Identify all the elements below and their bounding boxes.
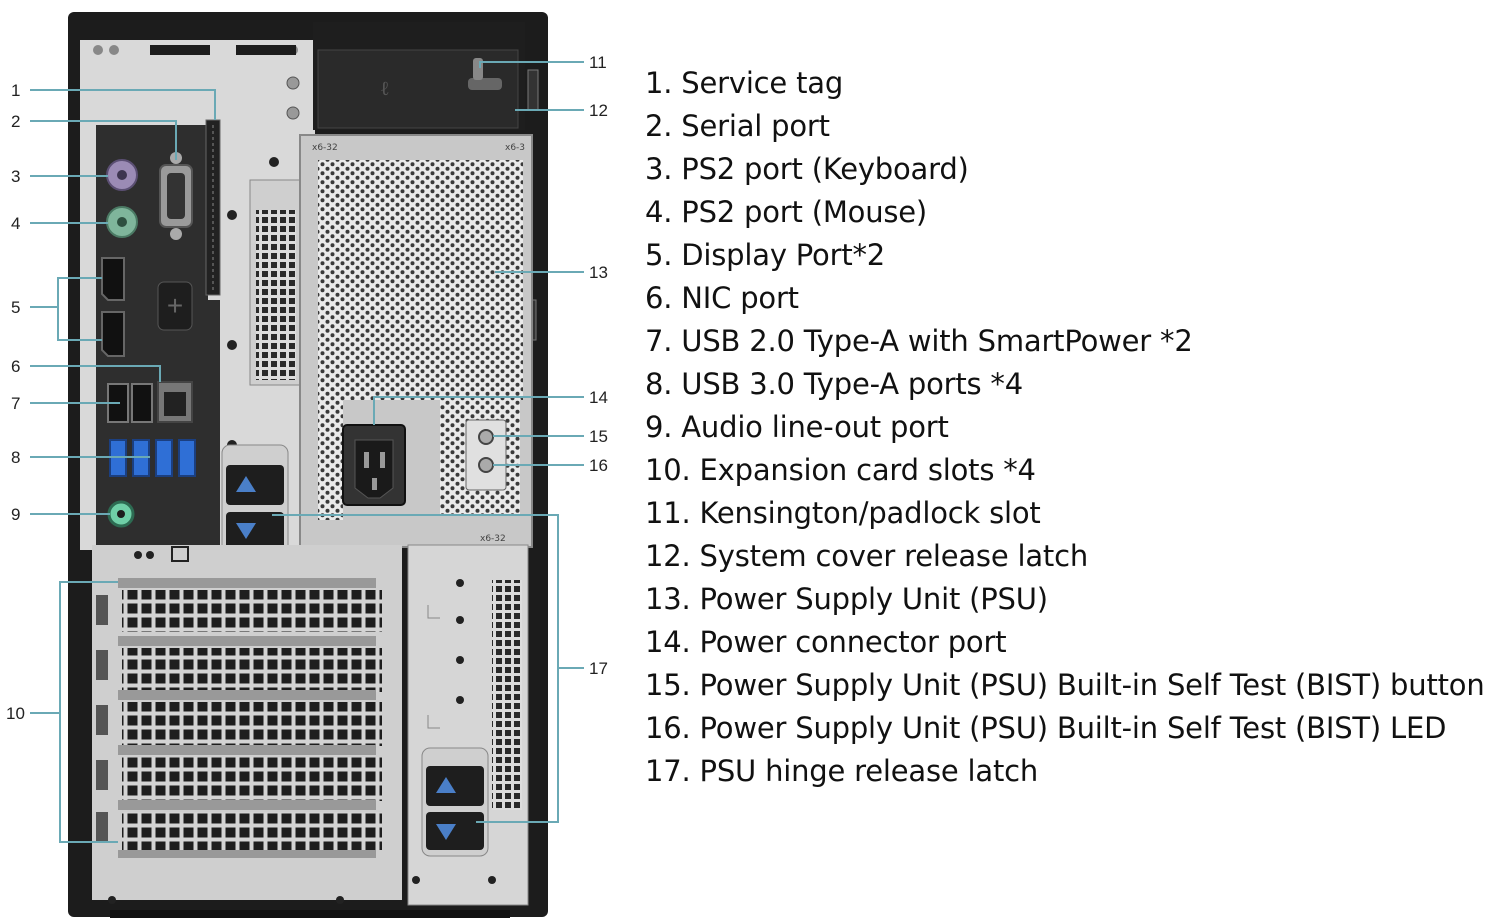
screw <box>109 45 119 55</box>
serial-screw <box>170 228 182 240</box>
knockout-plus: + <box>167 290 183 321</box>
chassis-label: x6-32 <box>480 534 506 544</box>
side-latch <box>527 69 539 111</box>
chassis-bottom-foot <box>110 910 510 918</box>
component-legend: 1. Service tag 2. Serial port 3. PS2 por… <box>645 62 1485 793</box>
callout-number: 15 <box>589 427 608 446</box>
callout-number: 14 <box>589 388 608 407</box>
callout-number: 17 <box>589 659 608 678</box>
psu-label: x6-32 <box>312 143 338 153</box>
psu-label: x6-3 <box>505 143 525 153</box>
display-port-1 <box>101 257 125 301</box>
hinge-vent <box>492 580 522 810</box>
legend-item-ps2-keyboard: 3. PS2 port (Keyboard) <box>645 152 969 186</box>
expansion-slot <box>118 745 382 801</box>
top-notch <box>236 45 296 55</box>
callout-number: 12 <box>589 101 608 120</box>
callout-number: 8 <box>11 448 20 467</box>
legend-item-psu-hinge-latch: 17. PSU hinge release latch <box>645 754 1039 788</box>
bist-led <box>478 457 494 473</box>
legend-item-serial-port: 2. Serial port <box>645 109 830 143</box>
bist-panel <box>465 419 507 491</box>
legend-item-kensington: 11. Kensington/padlock slot <box>645 496 1041 530</box>
legend-item-nic-port: 6. NIC port <box>645 281 799 315</box>
screw <box>93 45 103 55</box>
legend-item-usb2: 7. USB 2.0 Type-A with SmartPower *2 <box>645 324 1193 358</box>
legend-item-service-tag: 1. Service tag <box>645 66 844 100</box>
callout-number: 4 <box>11 214 20 233</box>
callout-number: 9 <box>11 505 20 524</box>
service-tag <box>205 119 221 296</box>
expansion-slot <box>118 578 382 632</box>
callout-number: 16 <box>589 456 608 475</box>
legend-item-usb3: 8. USB 3.0 Type-A ports *4 <box>645 367 1023 401</box>
psu-lower-grille <box>318 400 343 520</box>
usb3-port <box>155 439 173 477</box>
legend-item-cover-latch: 12. System cover release latch <box>645 539 1089 573</box>
legend-item-display-port: 5. Display Port*2 <box>645 238 886 272</box>
legend-item-audio: 9. Audio line-out port <box>645 410 949 444</box>
screw <box>286 106 300 120</box>
callout-number: 2 <box>11 112 20 131</box>
rear-panel-diagram: + ℓ x6-32 x6-3 <box>6 12 608 918</box>
callout-number: 5 <box>11 298 20 317</box>
psu-hex-grille <box>318 160 523 400</box>
knockout-plate <box>157 281 193 331</box>
callout-number: 3 <box>11 167 20 186</box>
kensington-slot <box>468 78 502 90</box>
usb2-port <box>131 383 153 423</box>
bist-button <box>478 429 494 445</box>
legend-item-psu: 13. Power Supply Unit (PSU) <box>645 582 1048 616</box>
expansion-slot <box>118 800 382 850</box>
legend-item-power-connector: 14. Power connector port <box>645 625 1007 659</box>
callout-number: 13 <box>589 263 608 282</box>
leader-lines <box>30 61 584 843</box>
latch-logo: ℓ <box>380 78 390 100</box>
callout-number: 10 <box>6 704 25 723</box>
callout-number: 6 <box>11 357 20 376</box>
screw <box>286 76 300 90</box>
legend-item-expansion-slots: 10. Expansion card slots *4 <box>645 453 1036 487</box>
expansion-slot <box>118 636 382 692</box>
usb3-port <box>178 439 196 477</box>
legend-item-bist-button: 15. Power Supply Unit (PSU) Built-in Sel… <box>645 668 1485 702</box>
legend-item-bist-led: 16. Power Supply Unit (PSU) Built-in Sel… <box>645 711 1447 745</box>
display-port-2 <box>101 311 125 357</box>
callout-number: 7 <box>11 394 20 413</box>
callout-number: 1 <box>11 81 20 100</box>
legend-item-ps2-mouse: 4. PS2 port (Mouse) <box>645 195 928 229</box>
top-notch <box>150 45 210 55</box>
callout-number: 11 <box>589 53 607 72</box>
expansion-slot <box>118 690 382 746</box>
